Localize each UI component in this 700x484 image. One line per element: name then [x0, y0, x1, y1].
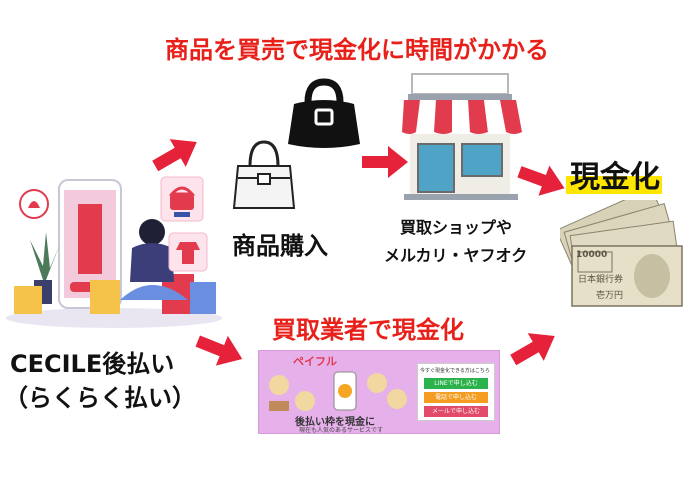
- arrow-to-purchase: [148, 128, 204, 180]
- bag-product-tile: [160, 176, 204, 222]
- banner-tagline: 後払い枠を現金に: [295, 417, 375, 428]
- banner-phone-icon: [333, 371, 357, 411]
- arrow-shop-to-cash: [514, 156, 570, 204]
- banner-mail-button[interactable]: メールで申し込む: [424, 406, 488, 417]
- cecile-label: CECILE後払い: [10, 350, 175, 378]
- shop-label-line1: 買取ショップや: [400, 218, 513, 237]
- arrow-to-banner: [192, 326, 248, 374]
- dress-product-tile: [168, 232, 208, 272]
- middle-heading: 買取業者で現金化: [272, 316, 464, 344]
- banner-phone-button[interactable]: 電話で申し込む: [424, 392, 488, 403]
- banknotes-icon: [560, 200, 694, 318]
- shop-building-icon: [398, 72, 524, 200]
- banner-items-left: [265, 371, 329, 415]
- cecile-sublabel: （らくらく払い）: [4, 384, 196, 412]
- cash-highlight: [566, 176, 662, 194]
- cash-label: 現金化: [570, 160, 660, 195]
- banner-brand: ペイフル: [293, 355, 337, 368]
- shop-label-line2: メルカリ・ヤフオク: [384, 246, 528, 265]
- white-handbag-icon: [232, 138, 296, 212]
- banner-panel: 今すぐ現金化できる方はこちら LINEで申し込む 電話で申し込む メールで申し込…: [417, 363, 495, 421]
- shopping-illustration: [4, 170, 226, 328]
- banner-items-right: [363, 369, 411, 413]
- banner-subtext: 現在も人気のあるサービスです: [299, 427, 384, 434]
- payful-banner[interactable]: ペイフル 後払い枠を現金に 現在も人気のあるサービスです 今すぐ現金化できる方は…: [258, 350, 500, 434]
- arrow-banner-to-cash: [506, 322, 562, 374]
- black-handbag-icon: [286, 78, 362, 152]
- banner-panel-title: 今すぐ現金化できる方はこちら: [420, 368, 490, 374]
- bill-value: 10000: [576, 250, 608, 260]
- top-heading: 商品を買売で現金化に時間がかかる: [165, 36, 549, 64]
- bill-issuer: 日本銀行券: [578, 275, 624, 285]
- purchase-label: 商品購入: [232, 232, 328, 260]
- arrow-to-shop: [360, 144, 410, 180]
- banner-line-button[interactable]: LINEで申し込む: [424, 378, 488, 389]
- bill-denomination: 壱万円: [596, 291, 624, 301]
